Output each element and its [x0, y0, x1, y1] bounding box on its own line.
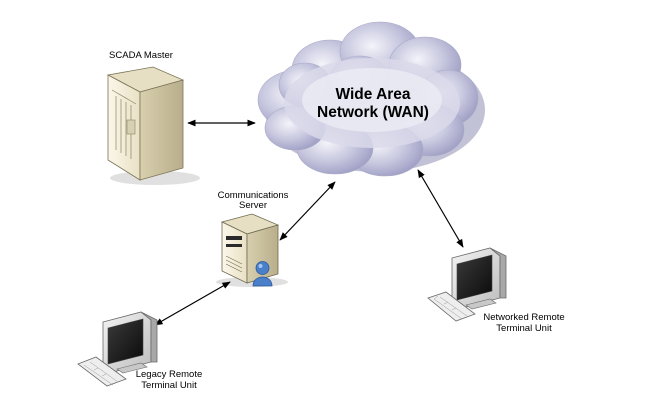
networked-rtu-label-line2: Terminal Unit — [496, 323, 552, 334]
scada-master-label: SCADA Master — [109, 50, 173, 61]
legacy-rtu-computer-icon — [77, 311, 158, 387]
networked-rtu-label-line1: Networked Remote — [483, 312, 565, 323]
networked-rtu-computer-icon — [427, 247, 507, 322]
wan-cloud-icon — [257, 21, 485, 177]
legacy-rtu-label-line1: Legacy Remote — [135, 369, 203, 380]
communications-server-icon — [216, 213, 288, 287]
legacy-rtu-monitor-icon — [102, 311, 158, 374]
connector-comm-server-wan — [279, 181, 336, 241]
user-icon — [252, 261, 273, 287]
comm-server-label-line1: Communications — [217, 190, 289, 201]
connector-wan-networked-rtu — [417, 169, 464, 248]
wan-title-line2: Network (WAN) — [317, 104, 429, 121]
legacy-rtu-label-line2: Terminal Unit — [141, 380, 197, 391]
networked-rtu-keyboard-icon — [427, 291, 476, 322]
comm-server-label-line2: Server — [239, 200, 267, 211]
wan-title-line1: Wide Area — [335, 86, 411, 103]
legacy-rtu-keyboard-icon — [77, 356, 127, 387]
connector-legacy-rtu-comm-server — [154, 281, 231, 326]
scada-master-server-tower-icon — [106, 66, 200, 185]
networked-rtu-monitor-icon — [451, 247, 507, 310]
